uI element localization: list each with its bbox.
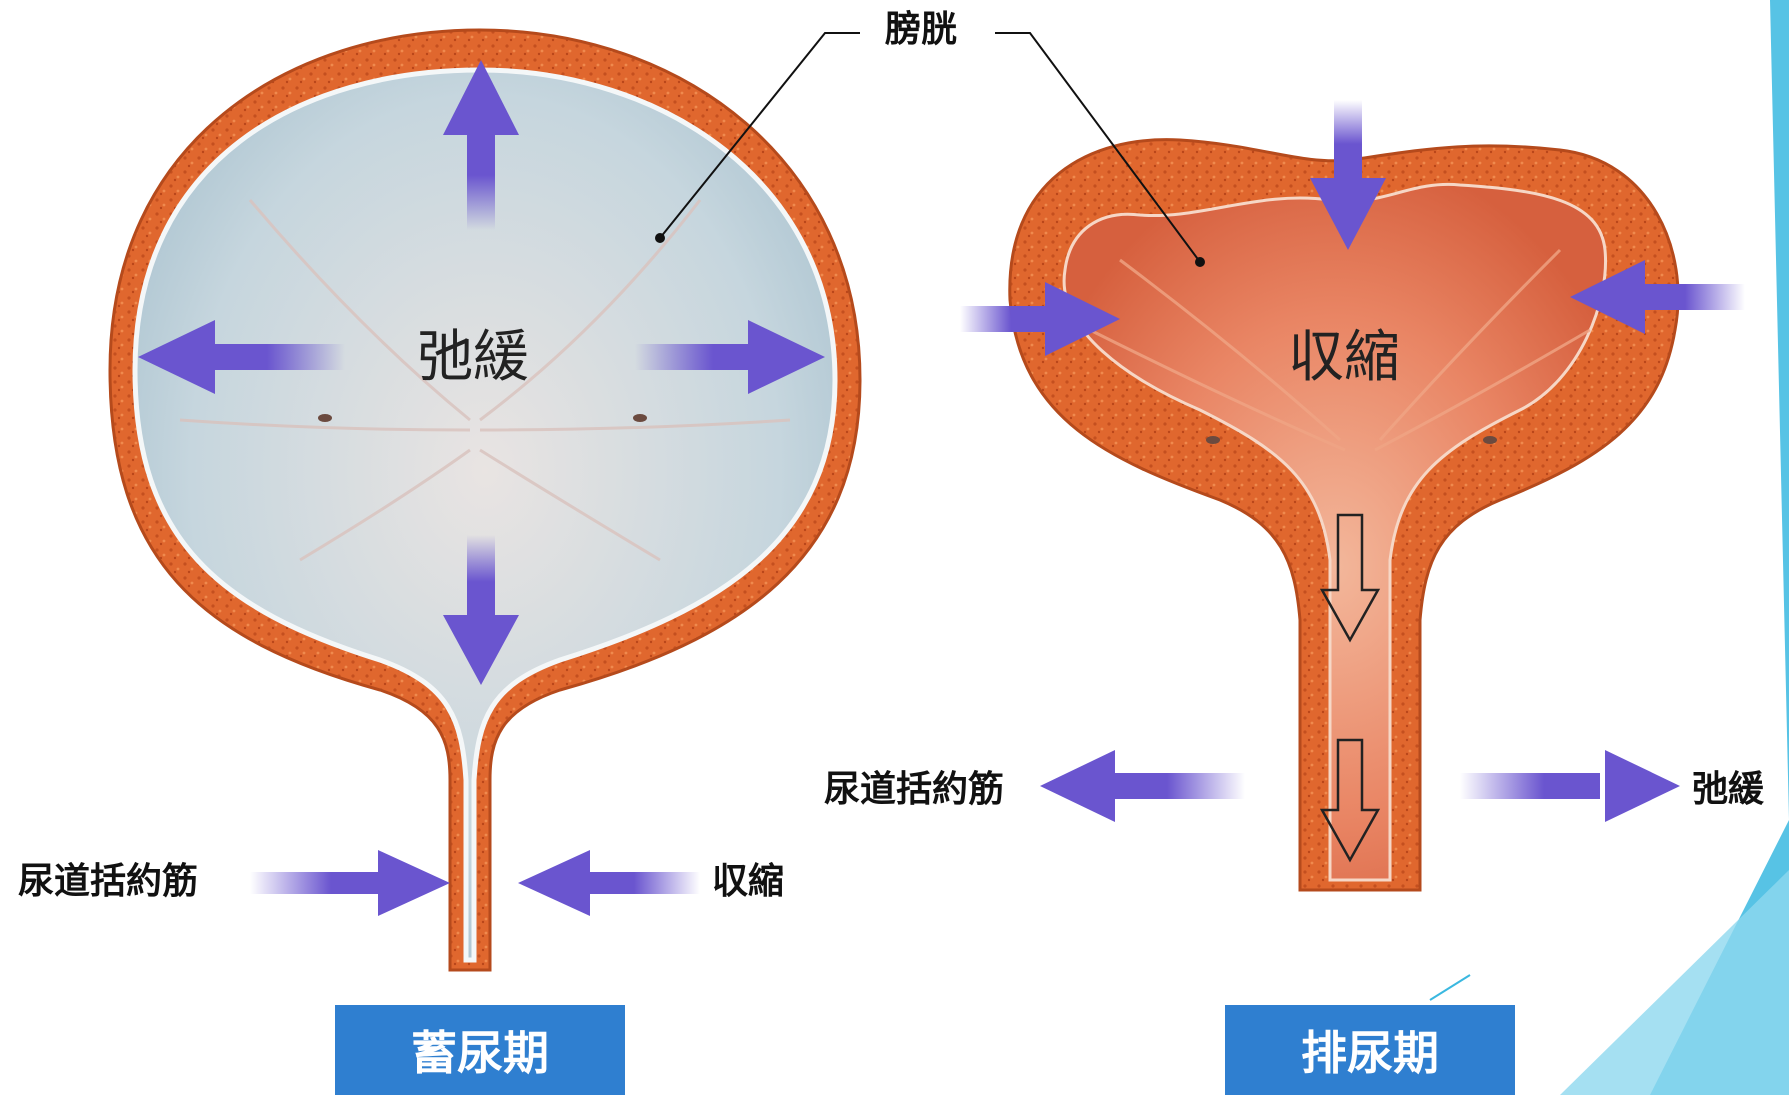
arrow-right-shaft <box>635 344 765 370</box>
voiding-sphincter-state: 弛緩 <box>1692 772 1764 808</box>
storage-bladder-state: 弛緩 <box>417 330 529 386</box>
storage-sphincter-label: 尿道括約筋 <box>18 864 198 900</box>
bladder-label: 膀胱 <box>885 12 957 48</box>
storage-sphincter-state: 収縮 <box>712 864 784 900</box>
arrow-up-shaft <box>467 130 495 230</box>
storage-phase-label: 蓄尿期 <box>335 1005 625 1095</box>
arrow-left-shaft <box>215 344 345 370</box>
arrow-down-shaft <box>467 535 495 620</box>
voiding-bladder <box>960 100 1745 890</box>
voiding-bladder-state: 収縮 <box>1288 330 1400 386</box>
storage-bladder <box>110 30 860 970</box>
voiding-sphincter-label: 尿道括約筋 <box>824 772 1004 808</box>
voiding-phase-label: 排尿期 <box>1225 1005 1515 1095</box>
